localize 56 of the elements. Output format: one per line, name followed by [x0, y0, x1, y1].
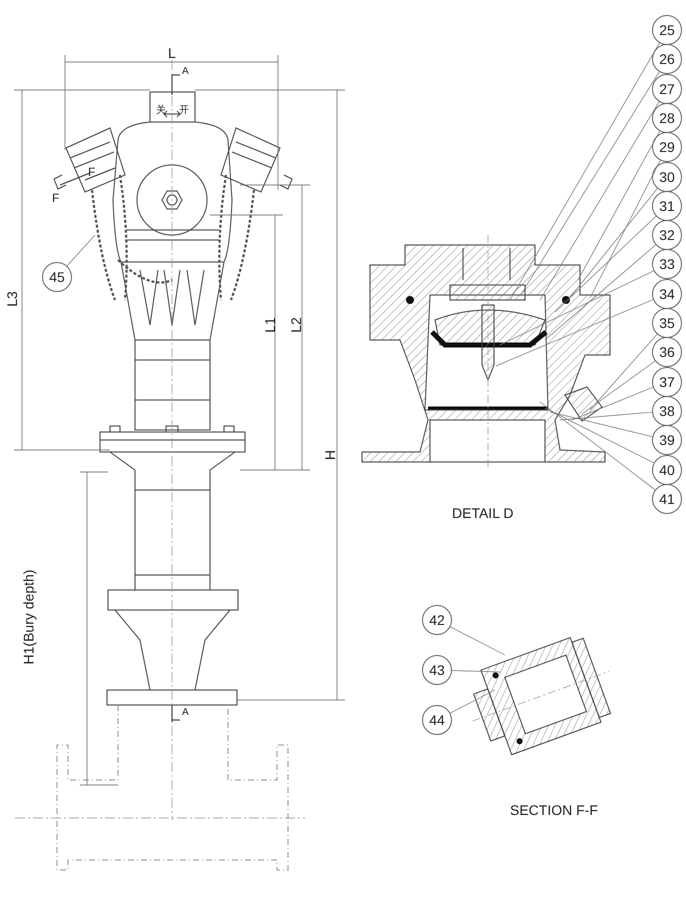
- leader-line: [550, 412, 653, 438]
- leader-line: [554, 216, 656, 312]
- dimension-label: H1(Bury depth): [20, 570, 35, 664]
- leader-line: [496, 299, 654, 366]
- leader-line: [450, 626, 506, 656]
- callout-number: 35: [652, 308, 682, 338]
- callout-number: 37: [652, 366, 682, 397]
- leader-line: [452, 670, 500, 672]
- section-letter: A: [182, 708, 189, 718]
- callout-number: 45: [42, 262, 72, 292]
- callout-number: 32: [652, 220, 682, 250]
- leader-line: [500, 270, 654, 346]
- section-letter: F: [52, 192, 60, 204]
- callout-number: 38: [652, 396, 682, 426]
- callout-number: 26: [652, 44, 682, 74]
- dimension-label: L2: [288, 317, 303, 333]
- callout-number: 30: [652, 162, 682, 192]
- leader-line: [540, 101, 660, 300]
- valve-marking: 开: [179, 106, 189, 116]
- section-letter: A: [182, 67, 189, 77]
- dimension-label: L1: [262, 317, 277, 333]
- valve-marking: 关: [156, 106, 166, 116]
- callout-number: 41: [652, 484, 682, 514]
- leader-line: [520, 72, 660, 296]
- callout-number: 42: [422, 605, 452, 635]
- callout-number: 25: [652, 15, 682, 45]
- leader-line: [568, 188, 658, 300]
- leader-line: [544, 408, 654, 464]
- callout-number: 44: [422, 705, 452, 735]
- leader-line: [578, 130, 660, 280]
- callout-number: 29: [652, 132, 682, 162]
- leader-line: [582, 360, 656, 414]
- leader-line: [450, 690, 496, 714]
- dimension-label: H: [323, 450, 338, 460]
- callout-number: 27: [652, 74, 682, 104]
- leader-line: [590, 160, 661, 298]
- leader-line: [560, 412, 652, 420]
- callout-number: 39: [652, 425, 682, 456]
- leader-line: [572, 386, 654, 420]
- view-title: DETAIL D: [452, 506, 514, 520]
- callout-number: 33: [652, 249, 682, 280]
- callout-number: 40: [652, 454, 682, 484]
- section-letter: F: [88, 166, 96, 178]
- leader-line: [544, 244, 656, 340]
- callout-number: 31: [652, 190, 682, 221]
- dimension-label: L3: [4, 291, 19, 307]
- callout-number: 34: [652, 278, 682, 309]
- dimension-label: L: [168, 46, 176, 60]
- leader-line: [66, 234, 96, 266]
- leader-line: [590, 334, 658, 410]
- leader-line: [510, 42, 660, 300]
- view-title: SECTION F-F: [510, 803, 598, 817]
- callout-number: 43: [422, 655, 452, 685]
- callout-number: 28: [652, 102, 682, 133]
- callout-number: 36: [652, 337, 682, 368]
- leader-line: [540, 402, 656, 490]
